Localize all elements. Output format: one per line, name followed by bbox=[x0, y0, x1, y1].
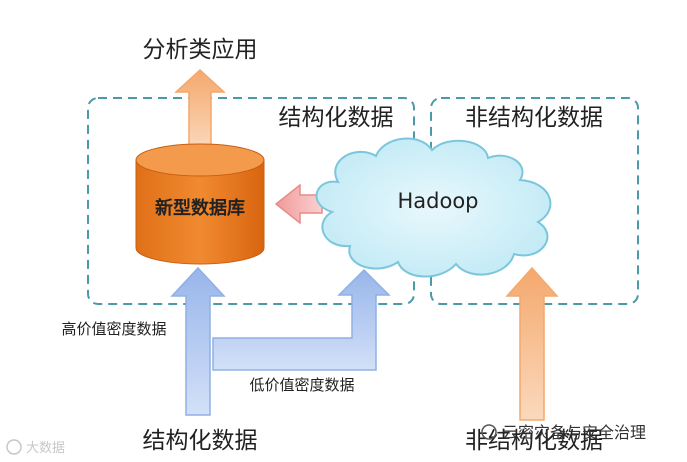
hadoop-to-database-arrow bbox=[274, 183, 323, 225]
hadoop-label: Hadoop bbox=[397, 189, 478, 213]
unstructured-data-region-label: 非结构化数据 bbox=[465, 105, 603, 131]
database-label: 新型数据库 bbox=[155, 197, 245, 219]
high-value-density-arrow bbox=[170, 266, 226, 416]
low-value-density-label: 低价值密度数据 bbox=[249, 376, 354, 394]
structured-data-region bbox=[87, 97, 415, 305]
svg-text:云密灾备与安全治理: 云密灾备与安全治理 bbox=[502, 423, 646, 442]
wechat-icon bbox=[481, 424, 497, 440]
bottom-unstructured-label: 非结构化数据 bbox=[465, 428, 603, 454]
low-value-density-arrow bbox=[212, 268, 391, 371]
analysis-app-label: 分析类应用 bbox=[143, 37, 258, 63]
watermark-right: 云密灾备与安全治理 bbox=[481, 423, 646, 442]
hadoop-cloud bbox=[315, 137, 552, 278]
chat-bubble-icon bbox=[6, 439, 22, 455]
svg-text:大数据: 大数据 bbox=[26, 441, 65, 456]
database-cylinder bbox=[135, 143, 265, 265]
unstructured-input-arrow bbox=[505, 266, 559, 421]
structured-data-region-label: 结构化数据 bbox=[279, 105, 394, 131]
watermark-left: 大数据 bbox=[6, 439, 65, 456]
output-arrow bbox=[174, 68, 226, 151]
bottom-structured-label: 结构化数据 bbox=[143, 428, 258, 454]
high-value-density-label: 高价值密度数据 bbox=[61, 320, 166, 338]
